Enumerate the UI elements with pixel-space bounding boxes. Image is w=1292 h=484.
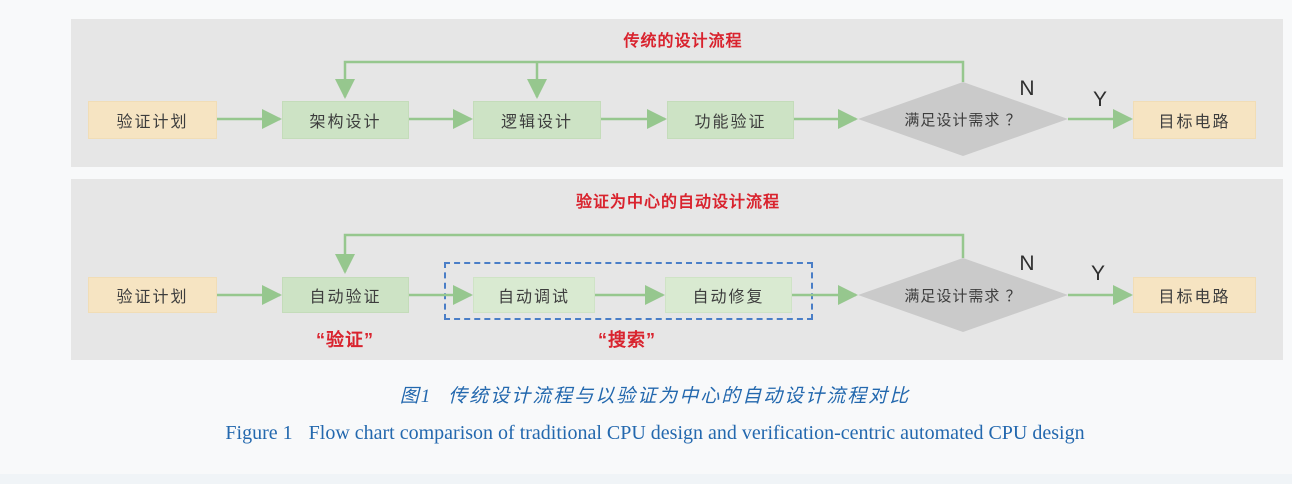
node-functional-verification: 功能验证 [667,101,794,139]
branch-no-label-top: N [1019,77,1035,100]
annotation-verification: “验证” [316,330,374,350]
node-verification-plan-top: 验证计划 [88,101,217,139]
node-target-circuit-top: 目标电路 [1133,101,1256,139]
figure-caption-en-text: Flow chart comparison of traditional CPU… [308,422,1085,444]
figure-caption-zh-text: 传统设计流程与以验证为中心的自动设计流程对比 [448,386,911,407]
annotation-search: “搜索” [598,330,656,350]
branch-yes-label-top: Y [1092,88,1108,111]
figure-caption-en-number: Figure 1 [225,422,293,444]
node-auto-repair: 自动修复 [665,277,792,313]
node-verification-plan-bottom: 验证计划 [88,277,217,313]
node-logic-design: 逻辑设计 [473,101,601,139]
node-architecture-design: 架构设计 [282,101,409,139]
figure-caption-zh: 图1 传统设计流程与以验证为中心的自动设计流程对比 [18,381,1292,408]
branch-no-label-bottom: N [1019,252,1035,275]
page-bottom-strip [0,474,1292,484]
traditional-panel-title: 传统的设计流程 [623,33,743,50]
decision-text-traditional: 满足设计需求 ？ [904,111,1022,129]
node-auto-debug: 自动调试 [473,277,595,313]
branch-yes-label-bottom: Y [1090,262,1106,285]
node-target-circuit-bottom: 目标电路 [1133,277,1256,313]
figure-caption-zh-number: 图1 [399,386,433,407]
automated-panel-title: 验证为中心的自动设计流程 [575,194,781,211]
figure-caption-en: Figure 1 Flow chart comparison of traditi… [18,422,1292,445]
decision-text-automated: 满足设计需求 ？ [904,287,1022,305]
node-auto-verification: 自动验证 [282,277,409,313]
